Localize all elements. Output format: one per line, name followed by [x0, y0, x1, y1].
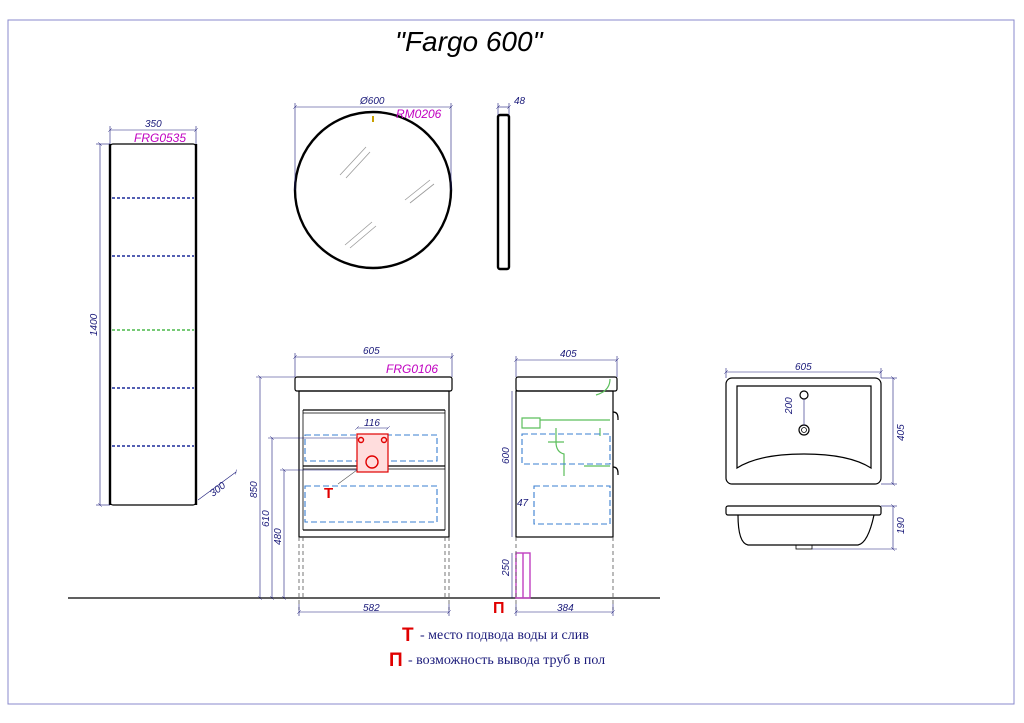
pencil-case-height: 1400: [89, 313, 100, 336]
side-height-47: 47: [517, 498, 529, 509]
sheet-frame: [7, 19, 1015, 705]
mirror-diameter: Ø600: [359, 96, 385, 107]
vanity-side-top: [515, 376, 618, 392]
legend-text-T: - место подвода воды и слив: [420, 628, 589, 643]
basin-height: 190: [896, 517, 907, 534]
tap-hole: [799, 390, 809, 400]
basin-bowl: [736, 385, 872, 470]
marker-P-side: П: [493, 600, 505, 617]
side-drawer-2: [533, 485, 611, 525]
mirror-side-profile: [496, 113, 511, 271]
mirror-front-view: Ø600 RM0206: [293, 96, 453, 270]
siphon: [521, 378, 611, 476]
basin-side-view: 190: [725, 505, 907, 549]
legend-marker-T: T: [402, 625, 414, 646]
side-drawer-1: [521, 433, 611, 465]
legend: T - место подвода воды и слив П - возмож…: [389, 625, 605, 671]
basin-side-rim: [725, 505, 882, 516]
basin-tap-offset: 200: [784, 397, 795, 415]
legend-marker-P: П: [389, 650, 403, 671]
basin-outline: [725, 377, 882, 485]
mirror-code: RM0206: [396, 107, 442, 121]
side-depth-top: 405: [560, 349, 577, 360]
vanity-side-body: [515, 390, 614, 538]
vanity-top-basin: [294, 376, 453, 392]
marker-T-front: T: [324, 485, 333, 502]
mirror-side-view: 48: [496, 96, 526, 271]
vanity-body: [298, 390, 450, 538]
basin-width: 605: [795, 362, 812, 373]
mirror-thickness: 48: [514, 96, 526, 107]
pencil-case-view: 350 FRG0535 1400 300: [89, 119, 236, 505]
drawing-title: "Fargo 600": [395, 26, 544, 57]
vanity-height-480: 480: [273, 528, 284, 545]
side-depth-bottom: 384: [557, 603, 574, 614]
vanity-code: FRG0106: [386, 362, 438, 376]
vanity-side-view: 405 384 600 47 250 П: [493, 349, 618, 617]
basin-side-bowl: [737, 514, 875, 546]
connection-width: 116: [364, 418, 380, 429]
mirror-circle: [293, 110, 453, 270]
side-height-250: 250: [501, 559, 512, 577]
vanity-height-850: 850: [249, 481, 260, 498]
drain-hole: [798, 424, 810, 436]
vanity-width-bottom: 582: [363, 603, 380, 614]
legend-text-P: - возможность вывода труб в пол: [408, 653, 605, 668]
drawer-2-interior: [304, 485, 438, 523]
side-height-600: 600: [501, 447, 512, 464]
basin-top-view: 200 605 405: [726, 362, 907, 484]
vanity-front-view: 116 T 605 FRG0106 582 850 610 480: [249, 346, 452, 616]
vanity-height-610: 610: [261, 510, 272, 527]
basin-depth: 405: [896, 424, 907, 441]
pencil-case-depth: 300: [208, 480, 228, 499]
vanity-width-top: 605: [363, 346, 380, 357]
pencil-case-code: FRG0535: [134, 131, 186, 145]
pencil-case-width: 350: [145, 119, 162, 130]
water-connection-zone: [356, 433, 389, 473]
